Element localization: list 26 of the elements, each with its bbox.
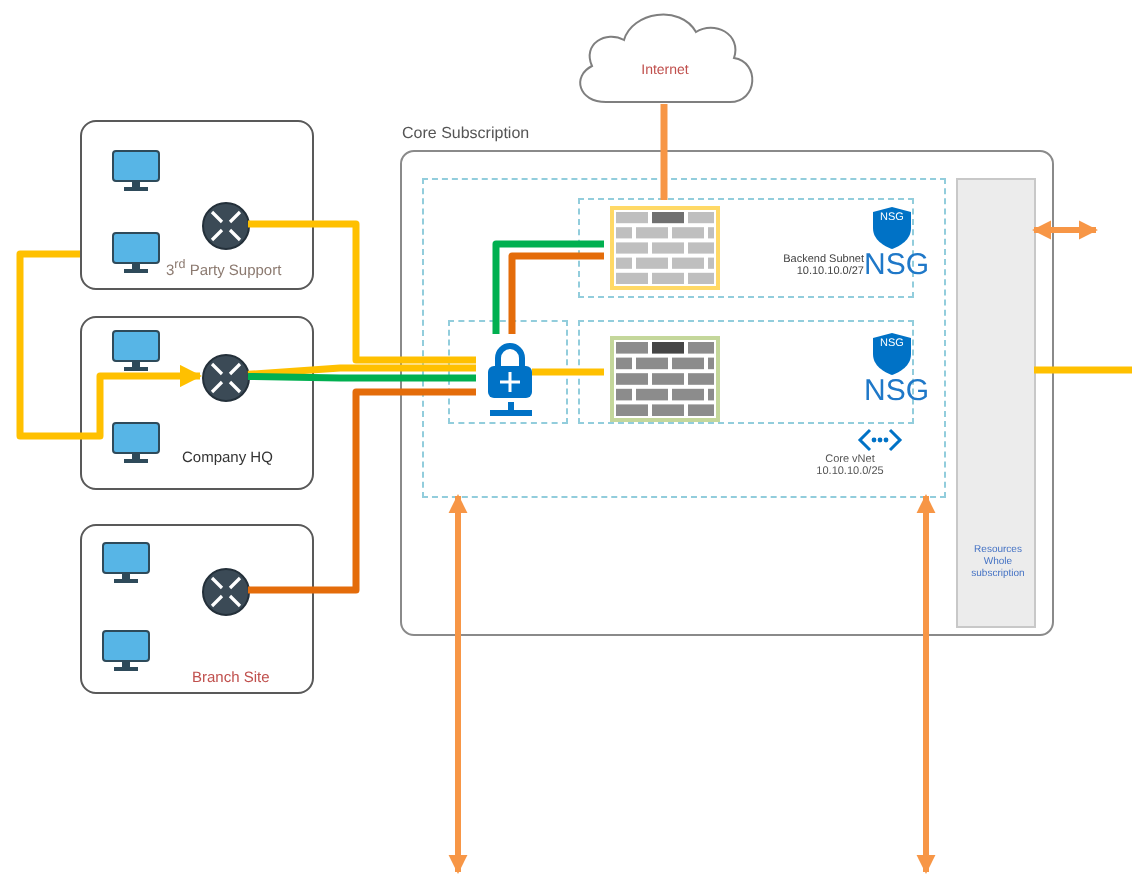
connector-line bbox=[248, 220, 476, 364]
site-box bbox=[80, 120, 314, 290]
arrow bbox=[1032, 220, 1098, 240]
connector-line bbox=[1034, 366, 1132, 374]
connector-line bbox=[508, 252, 604, 334]
firewall-icon bbox=[610, 336, 720, 422]
connector-line bbox=[492, 240, 604, 334]
connector-line bbox=[532, 368, 604, 376]
firewall-icon bbox=[610, 206, 720, 290]
vnet-frame bbox=[422, 178, 946, 498]
router-icon bbox=[202, 568, 250, 616]
site-box bbox=[80, 316, 314, 490]
router-icon bbox=[202, 354, 250, 402]
connector-line bbox=[660, 104, 668, 200]
connector-line bbox=[248, 388, 476, 594]
arrow bbox=[916, 494, 936, 874]
router-icon bbox=[202, 202, 250, 250]
connector-line bbox=[247, 364, 476, 378]
subnet-frame bbox=[448, 320, 568, 424]
side-panel bbox=[956, 178, 1036, 628]
arrow bbox=[16, 250, 203, 440]
site-box bbox=[80, 524, 314, 694]
connector-line bbox=[247, 372, 476, 382]
group-title: Core Subscription bbox=[402, 124, 532, 143]
arrow bbox=[448, 494, 468, 874]
gateway-lock-icon bbox=[482, 340, 538, 420]
